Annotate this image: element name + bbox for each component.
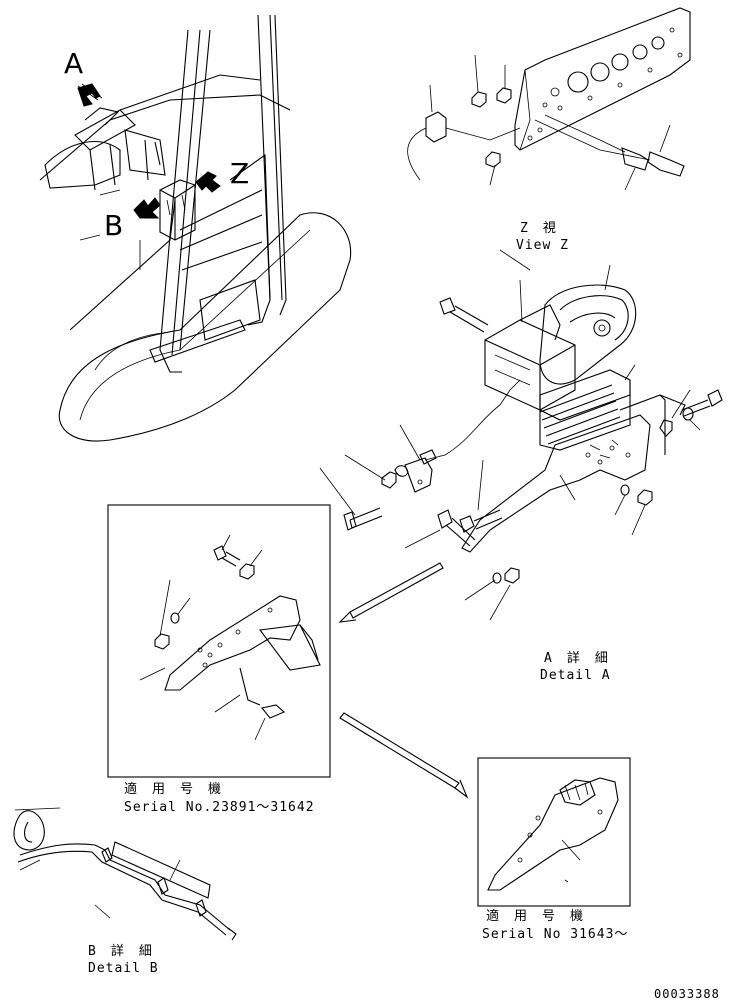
serial-box-1-drawing [139,534,321,741]
serial-box-2-en-caption: Serial No 31643～ [482,927,629,942]
detail-b-jp-caption: B 詳 細 [88,944,153,959]
detail-a-jp-caption: A 詳 細 [544,651,609,666]
serial-box-2-frame [477,757,631,907]
detail-b-en-caption: Detail B [88,961,159,976]
view-z-drawing [407,7,691,191]
serial-box-1-frame [107,504,331,778]
view-z-jp-caption: Z 視 [520,221,557,236]
view-arrow-a-icon [77,83,103,107]
detail-arrow-icon [338,562,469,799]
view-z-en-caption: View Z [516,238,569,253]
serial-box-2-jp-caption: 適 用 号 機 [486,909,585,924]
serial-box-2-drawing [487,777,619,891]
serial-box-1-jp-caption: 適 用 号 機 [124,782,223,797]
detail-a-en-caption: Detail A [540,668,611,683]
machine-overview [39,14,352,442]
detail-b-drawing [13,807,237,941]
view-arrow-z-icon [195,171,221,193]
view-arrow-b-icon [133,197,161,219]
serial-box-1-en-caption: Serial No.23891～31642 [124,800,315,815]
detail-a-drawing [319,249,723,621]
drawing-number: 00033388 [654,987,720,1001]
callout-b-label: B [104,209,124,242]
callout-a-label: A [64,47,84,80]
callout-z-label: Z [230,157,250,190]
